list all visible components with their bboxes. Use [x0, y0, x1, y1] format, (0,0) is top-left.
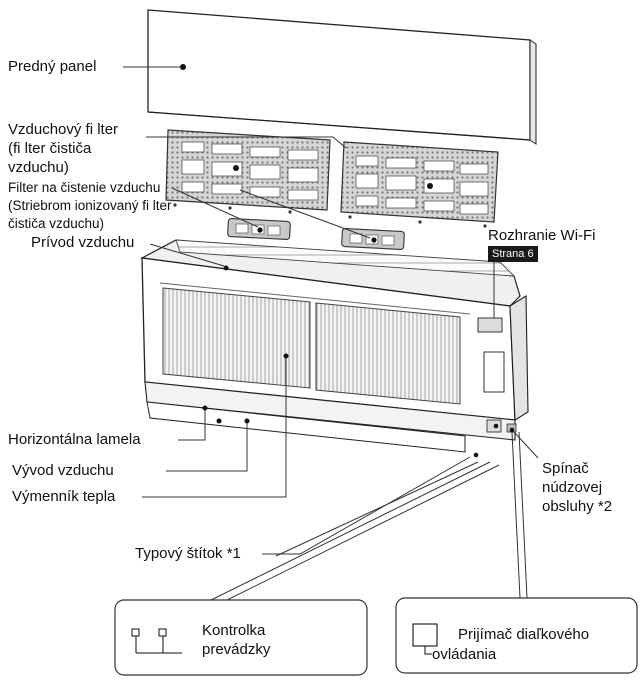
wifi-page-badge: Strana 6	[488, 246, 538, 262]
label-air-filter-line1: Vzduchový fi lter	[8, 121, 119, 138]
label-emergency-switch-line3: obsluhy *2	[542, 498, 613, 515]
label-emergency-switch-line1: Spínač	[542, 460, 589, 477]
air-filters	[165, 129, 499, 228]
label-remote-receiver-line2: ovládania	[432, 646, 497, 663]
label-clean-filter-line1: Filter na čistenie vzduchu	[8, 180, 161, 195]
label-clean-filter-line2: (Striebrom ionizovaný fi lter	[8, 198, 172, 213]
label-wifi-interface: Rozhranie Wi-Fi	[488, 227, 596, 244]
label-nameplate: Typový štítok *1	[135, 545, 241, 562]
label-heat-exchanger: Výmenník tepla	[12, 488, 116, 505]
label-horizontal-louver: Horizontálna lamela	[8, 431, 141, 448]
leader-lines	[123, 66, 539, 654]
label-operation-lamp-line1: Kontrolka	[202, 622, 266, 639]
operation-lamp-callout	[114, 599, 368, 676]
label-clean-filter-line3: čističa vzduchu)	[8, 216, 105, 231]
label-remote-receiver-line1: Prijímač diaľkového	[458, 626, 590, 643]
front-panel	[147, 9, 537, 145]
remote-receiver-callout	[395, 597, 638, 674]
air-cleaning-filters	[227, 217, 405, 251]
label-front-panel: Predný panel	[8, 58, 97, 75]
label-emergency-switch-line2: núdzovej	[542, 479, 603, 496]
label-air-filter-line2: (fi lter čističa	[8, 140, 92, 157]
label-air-inlet: Prívod vzduchu	[31, 234, 135, 251]
label-air-outlet: Vývod vzduchu	[12, 462, 114, 479]
label-air-filter-line3: vzduchu)	[8, 159, 69, 176]
label-operation-lamp-line2: prevádzky	[202, 641, 271, 658]
indoor-unit	[140, 239, 529, 458]
